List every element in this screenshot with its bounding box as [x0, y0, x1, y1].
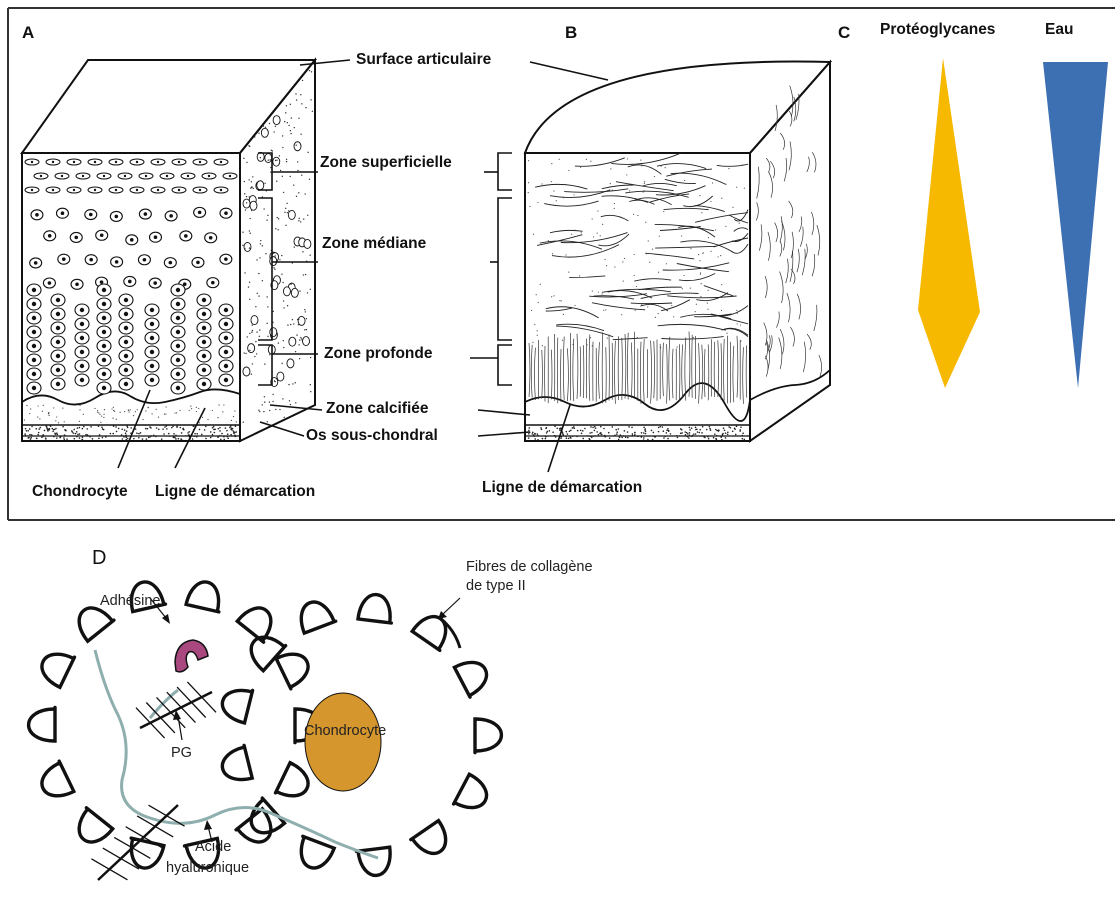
label-adhesine: Adhésine: [100, 593, 160, 609]
proteoglycanes-gradient-shape: [918, 58, 980, 388]
label-os-sous-chondral: Os sous-chondral: [306, 427, 438, 444]
chondrocyte-cell: [305, 693, 381, 791]
label-surface-articulaire: Surface articulaire: [356, 51, 492, 68]
label-zone-superficielle: Zone superficielle: [320, 154, 452, 171]
label-ligne-demarcation-b: Ligne de démarcation: [482, 479, 642, 496]
label-zone-profonde: Zone profonde: [324, 345, 433, 362]
block-a-cartilage: [22, 60, 315, 441]
side-texture-b: [756, 86, 821, 377]
eau-gradient-shape: [1043, 62, 1108, 388]
label-fibres-collagene-2: de type II: [466, 578, 526, 594]
label-chondrocyte-d: Chondrocyte: [304, 723, 386, 739]
collagen-type-ii-fibers: [29, 582, 502, 875]
label-zone-mediane: Zone médiane: [322, 235, 427, 252]
block-b-cartilage: [525, 62, 830, 441]
panel-label-d: D: [92, 547, 106, 569]
adhesine-shape: [175, 640, 208, 672]
panel-d-diagram: D Fibres de collagène: [29, 547, 593, 880]
zone-brackets-b: [498, 153, 512, 385]
radial-fibers-b: [529, 332, 747, 404]
panel-label-a: A: [22, 23, 34, 42]
label-ligne-demarcation-a: Ligne de démarcation: [155, 483, 315, 500]
label-fibres-collagene-1: Fibres de collagène: [466, 559, 593, 575]
label-chondrocyte-a: Chondrocyte: [32, 483, 128, 500]
label-zone-calcifiee: Zone calcifiée: [326, 400, 429, 417]
label-hyaluronique: hyaluronique: [166, 860, 249, 876]
collagen-fibers-b: [528, 153, 748, 348]
panel-label-b: B: [565, 23, 577, 42]
side-texture-a: [242, 70, 313, 423]
bone-stipple-a: [24, 404, 237, 440]
panel-label-c: C: [838, 23, 850, 42]
chondrocyte-cells-a: [25, 159, 237, 394]
hyaluronic-acid-branch: [150, 690, 178, 718]
label-acide: Acide: [195, 839, 231, 855]
label-proteoglycanes: Protéoglycanes: [880, 21, 995, 38]
label-pg: PG: [171, 745, 192, 761]
label-eau: Eau: [1045, 21, 1073, 38]
gradient-panel-c: Protéoglycanes Eau: [880, 21, 1108, 388]
